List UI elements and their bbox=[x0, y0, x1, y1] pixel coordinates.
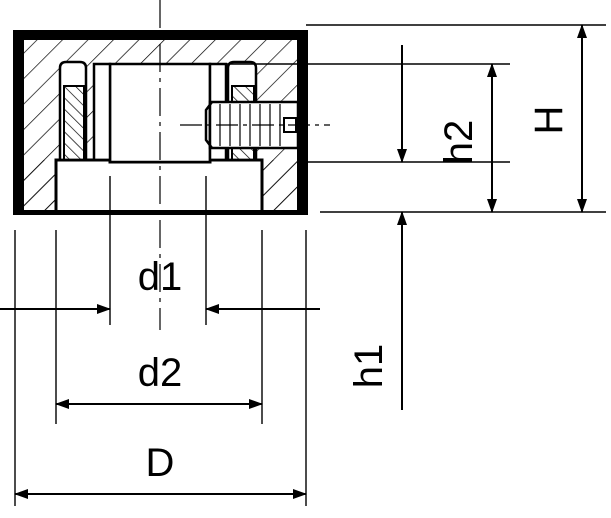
cap-right-wall bbox=[297, 30, 308, 215]
cap-left-wall bbox=[13, 30, 24, 215]
label-h1: h1 bbox=[347, 344, 391, 389]
label-H: H bbox=[527, 106, 571, 135]
extension-lines bbox=[14, 24, 606, 506]
label-h2: h2 bbox=[437, 120, 481, 165]
cavity-left-upper bbox=[92, 62, 112, 162]
lower-wall-left bbox=[24, 160, 56, 212]
label-d2: d2 bbox=[138, 351, 183, 395]
lower-wall-right bbox=[262, 160, 297, 212]
dimension-labels: d1 d2 D h1 h2 H bbox=[138, 106, 571, 485]
label-D: D bbox=[146, 441, 175, 485]
dimension-lines bbox=[0, 24, 587, 499]
insert-left bbox=[63, 85, 85, 161]
label-d1: d1 bbox=[138, 255, 183, 299]
center-lines bbox=[159, 0, 330, 330]
